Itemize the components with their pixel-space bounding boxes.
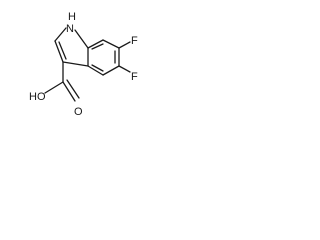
structural-formula: H N F F HO O — [29, 11, 138, 118]
bond-c4-c5 — [102, 39, 120, 49]
bond-c-o — [62, 81, 76, 102]
bond-c6-f — [118, 65, 131, 73]
bond-c-oh — [44, 81, 64, 94]
atom-label-carbonyl-oxygen: O — [74, 106, 83, 118]
atom-label-fluorine-bottom: F — [131, 71, 138, 83]
atom-label-fluorine-top: F — [131, 35, 138, 47]
bond-c5-f — [118, 41, 131, 49]
bond-c3a-n1 — [74, 29, 89, 49]
bond-c-o-double — [66, 79, 80, 99]
bond-c2-c3 — [54, 40, 64, 63]
bond-c7-c7a — [87, 65, 104, 76]
bond-c7-c7a-double — [91, 64, 104, 72]
atom-label-nitrogen: N — [66, 23, 74, 35]
bond-n1-c2 — [54, 27, 67, 42]
bond-c3-c7a — [62, 61, 89, 67]
atom-label-hydroxyl: HO — [29, 91, 46, 103]
bond-c2-c3-double — [58, 41, 67, 60]
bond-c6-c7 — [102, 65, 120, 76]
atom-label-nh-hydrogen: H — [68, 11, 76, 23]
bond-c3a-c4 — [87, 39, 104, 49]
bond-c3a-c4-double — [91, 43, 104, 50]
